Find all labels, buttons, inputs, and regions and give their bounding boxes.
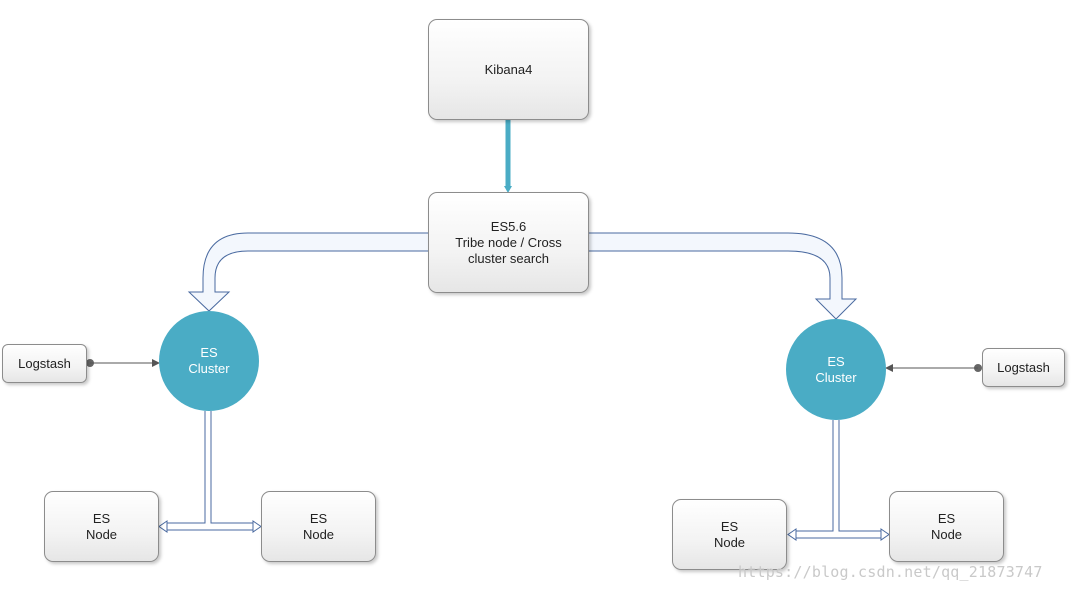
es-node-right-a-label-2: Node: [713, 534, 746, 550]
logstash-right-arrowhead: [885, 364, 893, 372]
kibana-to-es56-arrowhead: [504, 186, 512, 193]
logstash-left-box: Logstash: [2, 344, 87, 383]
kibana-box: Kibana4: [428, 19, 589, 120]
es-node-right-a: ES Node: [672, 499, 787, 570]
es-cluster-left-label-1: ES: [200, 345, 218, 360]
es-node-right-b-label-2: Node: [930, 526, 963, 542]
es56-subtitle-2: cluster search: [468, 250, 549, 266]
es-cluster-right: ES Cluster: [786, 319, 886, 420]
es56-label: ES5.6: [490, 218, 527, 234]
es-node-left-a-label-1: ES: [92, 510, 111, 526]
es-cluster-left: ES Cluster: [159, 311, 259, 411]
es56-to-right-cluster-arrow: [587, 232, 858, 320]
es-cluster-right-label-2: Cluster: [815, 369, 857, 385]
right-cluster-to-nodes-connector: [795, 420, 882, 539]
logstash-right-box: Logstash: [982, 348, 1065, 387]
logstash-left-label: Logstash: [18, 355, 71, 371]
es56-subtitle-1: Tribe node / Cross: [455, 234, 562, 250]
watermark-text: https://blog.csdn.net/qq_21873747: [738, 563, 1043, 581]
es-node-left-b-label-2: Node: [302, 526, 335, 542]
es-node-right-b-label-1: ES: [937, 510, 956, 526]
left-cluster-to-nodes-connector: [166, 411, 254, 531]
es56-tribe-node-box: ES5.6 Tribe node / Cross cluster search: [428, 192, 589, 293]
logstash-left-arrowhead: [152, 359, 160, 367]
es-node-left-a: ES Node: [44, 491, 159, 562]
es-cluster-left-label-2: Cluster: [188, 361, 230, 376]
es-node-left-b: ES Node: [261, 491, 376, 562]
logstash-right-label: Logstash: [997, 359, 1050, 375]
es-node-left-b-label-1: ES: [309, 510, 328, 526]
right-connector-arrowhead-b: [880, 528, 890, 541]
kibana-label: Kibana4: [484, 61, 533, 77]
es-cluster-right-label-1: ES: [827, 353, 845, 369]
es56-to-left-cluster-arrow: [187, 232, 431, 312]
left-connector-arrowhead-a: [158, 520, 168, 533]
es-node-left-a-label-2: Node: [85, 526, 118, 542]
right-connector-arrowhead-a: [787, 528, 797, 541]
es-node-right-a-label-1: ES: [720, 518, 739, 534]
left-connector-arrowhead-b: [252, 520, 262, 533]
es-node-right-b: ES Node: [889, 491, 1004, 562]
